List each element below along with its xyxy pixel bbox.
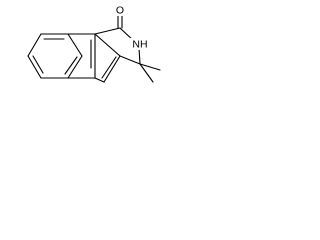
- atom-label-nh: NH: [130, 38, 150, 50]
- bond-ring-double-2: [64, 56, 78, 75]
- bond-cme2-to-c-right: [119, 55, 141, 65]
- bond-methyl-2: [139, 63, 154, 83]
- bond-quaternary-to-carbonyl: [94, 27, 121, 35]
- lactam-ring: [94, 13, 161, 83]
- oxygen-label: O: [116, 4, 124, 16]
- bond-ring-a5-a6: [27, 55, 42, 79]
- bond-c-right-to-bridge-alkene: [103, 55, 121, 83]
- bond-bridge-alkene-to-bridgehead: [94, 77, 105, 83]
- bond-ring-a6-a1: [27, 33, 42, 57]
- nh-label: NH: [132, 38, 147, 50]
- bond-methyl-1: [139, 63, 161, 71]
- molecule-structure-drawing: O NH: [27, 4, 161, 83]
- bond-bridge-alkene-double: [101, 56, 117, 79]
- atom-label-oxygen: O: [114, 4, 126, 16]
- bond-quaternary-to-c-right: [94, 33, 121, 57]
- benzene-ring: [27, 33, 83, 79]
- bond-nitrogen-to-cme2: [138, 47, 141, 65]
- bond-ring-a2-a3: [67, 33, 83, 57]
- bond-ring-double-3: [32, 55, 44, 74]
- bridge-framework: [67, 33, 121, 83]
- bond-ring-a3-a4: [67, 55, 83, 79]
